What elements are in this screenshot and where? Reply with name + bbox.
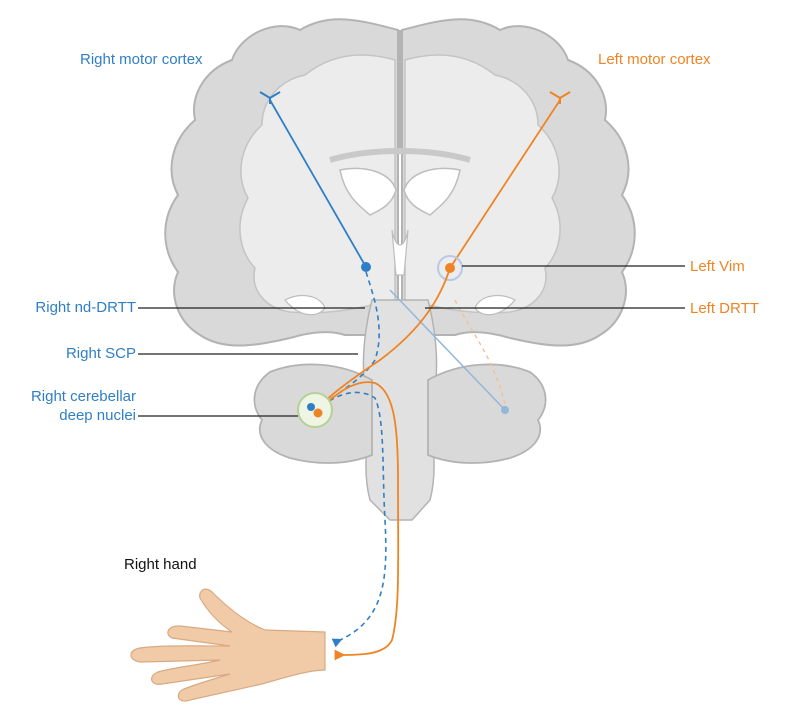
- orange-descending-line: [317, 381, 400, 661]
- label-right-motor-cortex: Right motor cortex: [80, 51, 203, 68]
- cerebellum-right: [427, 363, 547, 464]
- blue-corticothalamic-line: [269, 99, 367, 268]
- label-right-scp: Right SCP: [65, 345, 136, 362]
- blue-cross-line: [389, 289, 506, 411]
- label-left-vim: Left Vim: [690, 258, 745, 275]
- brainstem: [362, 299, 438, 521]
- blue-thalamus-node: [361, 262, 371, 272]
- label-left-drtt: Left DRTT: [690, 300, 759, 317]
- blue-descending-dashed: [321, 391, 387, 648]
- label-left-motor-cortex: Left motor cortex: [598, 51, 711, 68]
- label-right-cerebellar-deep-nuclei-line2: deep nuclei: [59, 407, 136, 424]
- blue-nd-drtt-dashed: [317, 271, 380, 409]
- deep-nuclei-orange-node: [313, 408, 323, 418]
- orange-faint-dashed: [454, 299, 506, 406]
- orange-corticothalamic-line: [449, 99, 561, 269]
- deep-nuclei-blue-node: [307, 403, 315, 411]
- orange-pathway: [317, 91, 571, 661]
- corpus-callosum: [329, 148, 471, 163]
- blue-pathway: [259, 91, 509, 648]
- label-right-nd-drtt: Right nd-DRTT: [35, 299, 136, 316]
- label-right-cerebellar-deep-nuclei-line1: Right cerebellar: [30, 388, 136, 405]
- orange-drtt-line: [317, 267, 451, 409]
- blue-cerebellar-node-right: [501, 406, 509, 414]
- left-ventricle: [339, 167, 397, 216]
- right-ventricle: [403, 167, 461, 216]
- third-ventricle: [391, 229, 409, 276]
- label-right-hand: Right hand: [124, 556, 197, 573]
- right-hand-illustration: [130, 588, 326, 702]
- hand-shape: [130, 588, 326, 702]
- vim-ring: [437, 255, 463, 281]
